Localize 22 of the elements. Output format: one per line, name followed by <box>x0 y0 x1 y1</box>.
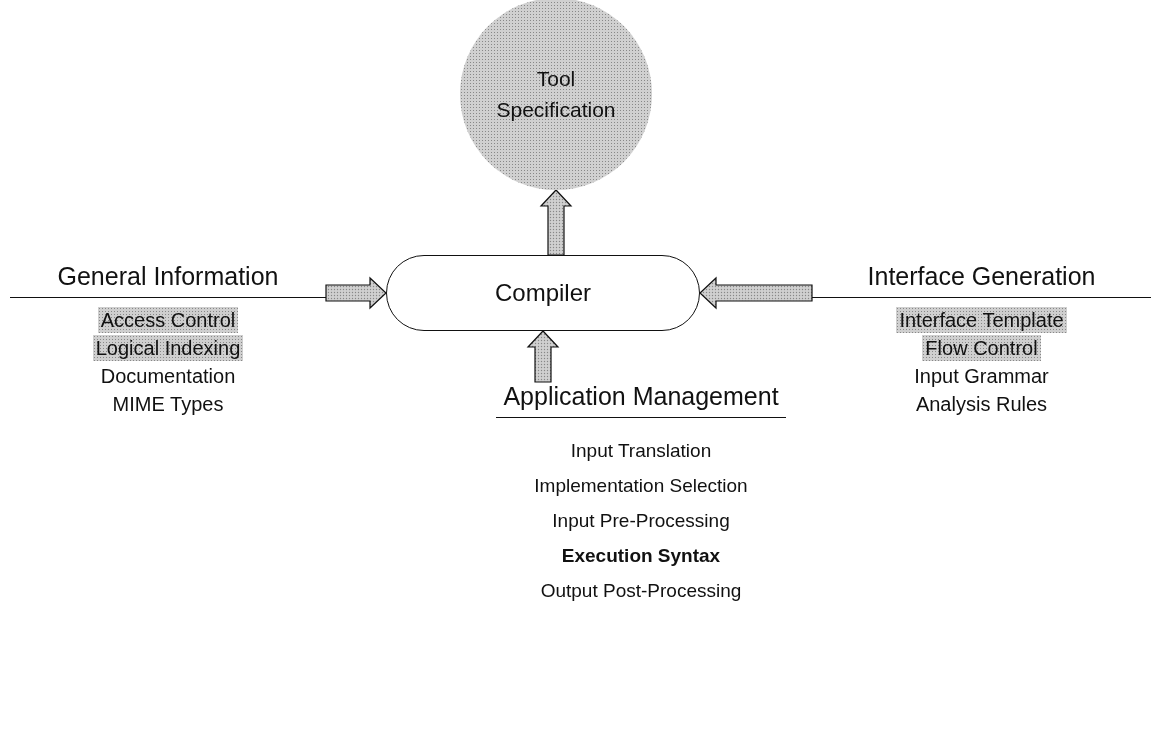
category-heading: General Information <box>10 262 326 298</box>
feature-item: Flow Control <box>922 335 1041 361</box>
category-heading: Application Management <box>496 382 786 418</box>
feature-item: Implementation Selection <box>533 474 749 498</box>
block-arrow <box>699 276 813 310</box>
feature-item: Access Control <box>97 307 239 333</box>
feature-item: Documentation <box>99 364 237 389</box>
block-arrow <box>539 189 573 256</box>
feature-item: MIME Types <box>111 392 225 417</box>
feature-item: Execution Syntax <box>560 544 722 568</box>
feature-item: Analysis Rules <box>914 392 1049 417</box>
feature-item: Input Grammar <box>913 364 1050 389</box>
category-heading: Interface Generation <box>812 262 1151 298</box>
block-arrow <box>526 330 560 383</box>
feature-item: Logical Indexing <box>92 335 244 361</box>
block-arrow <box>325 276 387 310</box>
feature-item: Input Translation <box>569 439 713 463</box>
compiler-label: Compiler <box>495 279 591 307</box>
feature-item: Input Pre-Processing <box>551 509 731 533</box>
feature-item: Interface Template <box>896 307 1067 333</box>
circle-label: Tool Specification <box>495 66 617 123</box>
feature-item: Output Post-Processing <box>539 579 743 603</box>
